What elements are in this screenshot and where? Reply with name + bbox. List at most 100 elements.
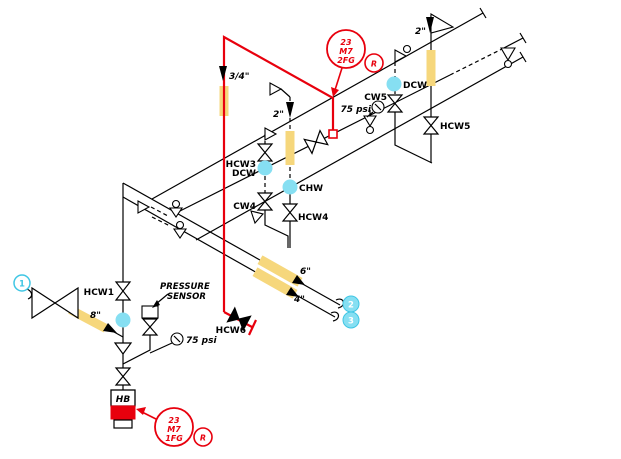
red-pipe-main — [222, 35, 335, 312]
pipe-4in-break — [330, 311, 340, 322]
pipe-d1b-end-tick — [519, 32, 527, 44]
connection-1-label: 1 — [19, 280, 25, 290]
label-psi-bottom: 75 psi — [186, 336, 217, 346]
pipe-d1-end-tick — [479, 7, 487, 19]
hb-outlet — [113, 419, 133, 429]
valves — [31, 94, 440, 386]
vent-circle-6in — [171, 199, 181, 209]
branch-cw5-bottom — [394, 103, 433, 164]
tag-bottom-circle — [154, 407, 194, 447]
instruments — [141, 100, 385, 346]
valve-hcw3 — [256, 143, 274, 162]
connection-3-label: 3 — [348, 317, 354, 327]
vent-flag-75psi — [363, 115, 377, 128]
vent-flag-4in — [172, 228, 188, 239]
stub-6in-dashed — [150, 206, 169, 217]
tag-bottom-line2: M7 — [167, 425, 181, 434]
arrow-2in-top — [426, 17, 434, 33]
check-valve-left — [113, 342, 133, 356]
vent-flag-cw5 — [394, 49, 408, 63]
left-riser-dot — [115, 312, 131, 328]
label-pressure-sensor-1: PRESSURE — [160, 282, 210, 292]
vent-flag-chw — [269, 82, 283, 96]
stub-4in-dashed — [151, 216, 171, 227]
connection-points: 1 2 3 — [13, 76, 402, 329]
insulation-2in-top — [426, 50, 436, 86]
label-8in: 8" — [90, 311, 101, 321]
label-hcw1: HCW1 — [84, 288, 114, 298]
tag-bottom-arrowhead — [136, 407, 146, 415]
pipe-d2 — [195, 56, 524, 241]
valve-pressure-sensor — [141, 318, 159, 336]
flow-tri-6in — [137, 200, 151, 214]
chw-dot — [282, 179, 298, 195]
valve-hcw1 — [114, 281, 132, 301]
text-labels: 3/4" 2" 2" 8" 6" 4" 75 psi 75 psi HCW1 H… — [84, 27, 471, 346]
tag-bottom-leader — [141, 411, 157, 420]
valve-cw5 — [386, 94, 404, 113]
label-pressure-sensor-2: SENSOR — [167, 292, 206, 302]
flow-arrows — [103, 17, 434, 333]
insulation-4in — [252, 267, 298, 299]
pipe-d1 — [151, 12, 484, 200]
label-hcw3: HCW3 — [226, 160, 256, 170]
tag-top-line1: 23 — [340, 38, 352, 47]
insulation-6in — [257, 255, 303, 287]
hb-label: HB — [116, 395, 131, 405]
pressure-sensor-box — [141, 305, 159, 319]
label-dcw-top: DCW — [403, 81, 427, 91]
tag-bottom-rev-circle — [193, 427, 213, 447]
check-valve-cw4 — [250, 210, 265, 225]
vent-circle-4in — [175, 220, 185, 230]
gauge-stem-lower — [149, 342, 173, 354]
connection-circle-1 — [13, 274, 31, 292]
branch-chw-top-stub — [280, 88, 291, 98]
label-psi-top: 75 psi — [340, 105, 371, 115]
label-hcw6: HCW6 — [216, 326, 246, 336]
connection-2-label: 2 — [348, 301, 354, 311]
vent-circle-75psi — [365, 125, 375, 135]
arrow-3quarter — [219, 66, 227, 81]
label-6in: 6" — [300, 267, 311, 277]
pressure-sensor-arrowhead — [152, 300, 160, 308]
valve-hcw4 — [281, 203, 299, 222]
pipe-d2-end-tick — [519, 51, 527, 63]
label-dcw-mid: DCW — [232, 169, 256, 179]
vent-flag-d1b-end — [500, 47, 516, 62]
revision-tags: 23 M7 2FG R 23 M7 1FG R — [136, 29, 384, 447]
label-cw4: CW4 — [233, 202, 256, 212]
branch-hcw3-bottom — [264, 202, 289, 248]
vent-flag-2in-top — [430, 13, 455, 34]
vent-flag-hcw3 — [264, 127, 278, 141]
arrow-6in — [292, 275, 305, 285]
label-4in: 4" — [293, 295, 305, 305]
tag-bottom-line3: 1FG — [165, 434, 183, 443]
label-2in-mid: 2" — [273, 110, 284, 120]
gauge-top-needle — [374, 103, 382, 111]
pipe-6in — [122, 182, 341, 306]
hb-red-body — [110, 405, 136, 420]
tag-bottom-rev: R — [200, 434, 206, 443]
dcw-top-dot — [386, 76, 402, 92]
label-hcw5: HCW5 — [440, 122, 470, 132]
tag-top-line2: M7 — [339, 47, 353, 56]
valve-hcw5 — [422, 116, 440, 135]
main-piping-lines — [65, 7, 527, 390]
gauge-bottom-needle — [173, 335, 181, 343]
label-cw5: CW5 — [364, 93, 387, 103]
gauge-top-stem — [366, 111, 374, 118]
vent-circle-d1b-end — [503, 59, 513, 69]
tag-top-rev-circle — [364, 53, 384, 73]
tag-top-circle — [326, 29, 366, 69]
connection-circle-3 — [342, 311, 360, 329]
valve-lower-left — [114, 367, 132, 386]
tag-bottom-line1: 23 — [168, 416, 180, 425]
red-pipe-end-cap — [248, 319, 257, 336]
valve-cw4 — [256, 192, 274, 211]
tag-top-rev: R — [371, 60, 377, 69]
red-pipe-connector — [328, 129, 338, 139]
arrow-8in — [103, 323, 117, 333]
dcw-mid-dot — [257, 160, 273, 176]
